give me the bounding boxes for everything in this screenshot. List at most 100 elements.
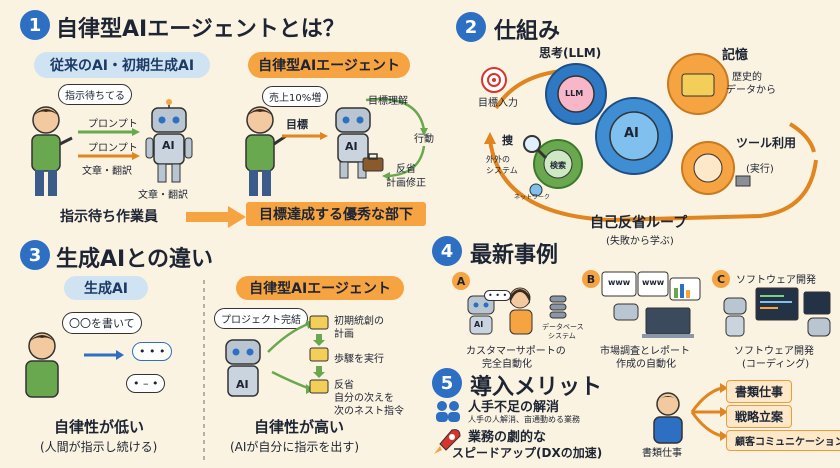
memory-sub-1: 歴史的: [732, 72, 762, 83]
prompt-label-1: プロンプト: [88, 119, 138, 130]
section-1-number: 1: [20, 10, 50, 40]
step-execute: 歩驟を実行: [334, 354, 384, 365]
rocket-icon: [434, 429, 461, 454]
case-c-caption-2: (コーディング): [742, 359, 810, 370]
excellent-subordinate-label: 目標達成する優秀な部下: [246, 202, 426, 226]
user-person-icon: [25, 332, 59, 398]
customer-support-illustration: [467, 287, 567, 335]
database-label-2: システム: [548, 332, 576, 340]
document-translation-label: 文章・翻訳: [82, 166, 132, 177]
autonomous-agent-pill-2: 自律型AIエージェント: [236, 276, 404, 300]
reply-bubble-1: • • •: [132, 342, 173, 361]
generative-ai-pill: 生成AI: [64, 276, 148, 300]
agent-loop-arrows: [365, 97, 428, 180]
briefcase-icon: [362, 153, 384, 172]
write-request-bubble: 〇〇を書いて: [62, 312, 142, 334]
merit-speedup-2: スピードアップ(DXの加速): [452, 446, 603, 460]
agent-robot-icon-2: [225, 339, 261, 397]
output-arrows: [690, 383, 728, 441]
output-paperwork: 書類仕事: [726, 380, 793, 403]
self-reflection-loop-label: 自己反省ループ: [590, 215, 688, 231]
step-reflect: 反省: [334, 380, 354, 391]
section-3-title: 生成AIとの違い: [56, 247, 213, 272]
prompt-arrow-1: [78, 128, 140, 136]
search-gear-label: 検索: [550, 161, 566, 170]
reply-bubble-2: • – •: [126, 374, 166, 393]
learn-from-failure-label: (失敗から学ぶ): [606, 236, 674, 247]
www-label-2: www: [642, 278, 665, 287]
merit-speedup-1: 業務の劇的な: [468, 430, 547, 445]
case-a-tag: A: [452, 272, 470, 290]
case-a-caption-2: 完全自動化: [482, 359, 532, 370]
agent-ai-label: AI: [345, 140, 358, 153]
loop-revise-label: 計画修正: [386, 178, 426, 189]
merit-labor-shortage: 人手不足の解消: [468, 400, 560, 415]
database-label-1: データベース: [542, 323, 584, 331]
traditional-ai-pill: 従来のAI・初期生成AI: [34, 52, 210, 78]
software-dev-illustration: [723, 287, 831, 337]
www-label-1: www: [608, 278, 631, 287]
high-autonomy-label: 自律性が高い: [254, 418, 345, 436]
robot-ai-label: AI: [162, 139, 175, 152]
think-llm-label: 思考(LLM): [539, 46, 602, 60]
section-3-number: 3: [20, 240, 50, 270]
section-5-title: 導入メリット: [470, 375, 603, 400]
divider-line: [203, 280, 205, 460]
section-4-title: 最新事例: [470, 243, 559, 268]
search-label: 捜: [502, 134, 513, 147]
step-plan-2: 計画: [334, 329, 354, 340]
prompt-arrow-2: [78, 152, 140, 160]
market-research-illustration: [601, 271, 701, 338]
mechanism-diagram: [481, 53, 818, 223]
loop-act-label: 行動: [414, 134, 434, 145]
prompt-label-2: プロンプト: [88, 143, 138, 154]
folder-icons: [309, 315, 329, 394]
external-label-1: 外外の: [486, 155, 510, 164]
step-reflect-3: 次のネスト指令: [334, 406, 404, 417]
person-icon: [31, 106, 73, 196]
section-2-number: 2: [456, 12, 486, 42]
center-ai-label: AI: [624, 126, 639, 141]
tool-exec-label: (実行): [746, 164, 774, 175]
project-complete-bubble: プロジェクト完結: [214, 308, 308, 329]
memory-sub-2: データから: [726, 85, 776, 96]
case-b-tag: B: [582, 270, 600, 288]
low-autonomy-label: 自律性が低い: [54, 418, 145, 436]
loop-understand-label: 目標理解: [368, 96, 408, 107]
section-1-title: 自律型AIエージェントとは？: [56, 17, 345, 42]
goal-label: 目標: [286, 118, 308, 131]
goal-arrow: [282, 132, 328, 140]
case-b-caption-2: 作成の自動化: [616, 359, 676, 370]
waiting-worker-label: 指示待ち作業員: [60, 209, 158, 225]
output-strategy: 戦略立案: [726, 405, 793, 428]
output-customer-communication: 顧客コミュニケーション: [726, 430, 840, 451]
tool-use-label: ツール利用: [736, 136, 797, 150]
case-c-caption-1: ソフトウェア開発: [734, 346, 814, 357]
memory-label: 記憶: [722, 48, 749, 63]
step-plan-1: 初期統創の: [334, 316, 384, 327]
step-reflect-2: 自分の次えを: [334, 393, 394, 404]
office-worker-label: 書類仕事: [642, 448, 682, 459]
robot-caption: 文章・翻訳: [138, 190, 188, 201]
section-5-number: 5: [432, 368, 462, 398]
goal-input-label: 目標入力: [478, 98, 518, 109]
office-worker-icon: [653, 392, 683, 444]
case-c-tag: C: [712, 270, 730, 288]
case-a-ai-label: AI: [474, 320, 484, 329]
manager-person-icon: [245, 106, 287, 196]
network-label: ネットワーク: [514, 194, 551, 201]
transition-arrow: [186, 206, 246, 228]
case-b-caption-1: 市場調査とレポート: [600, 346, 690, 357]
agent-robot-icon: [335, 107, 371, 179]
sales-goal-bubble: 売上10%増: [262, 86, 329, 107]
agent-ai-label-2: AI: [236, 378, 249, 391]
ai-chat-bubble: • • •: [484, 290, 512, 301]
request-arrow: [84, 350, 124, 360]
loop-reflect-label: 反省: [396, 164, 416, 175]
waiting-speech-bubble: 指示待ちてる: [58, 84, 132, 105]
robot-icon: [145, 99, 193, 183]
section-2-title: 仕組み: [494, 19, 561, 44]
low-autonomy-sub: (人間が指示し続ける): [40, 440, 158, 454]
autonomous-agent-pill: 自律型AIエージェント: [248, 52, 410, 78]
case-c-top-label: ソフトウェア開発: [736, 275, 816, 286]
